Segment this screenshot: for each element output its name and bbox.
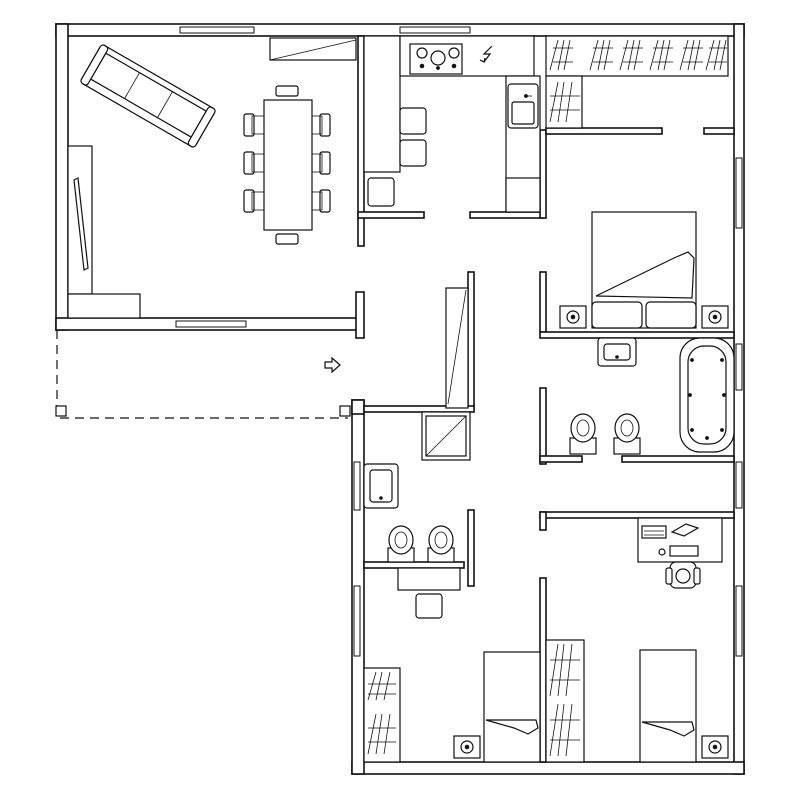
window-bedroom-east	[735, 585, 743, 657]
terrace-post	[55, 405, 67, 417]
lamp	[670, 523, 700, 537]
tv	[73, 177, 89, 271]
wall-master-north-b	[703, 127, 735, 135]
window-bath2-west	[353, 461, 361, 511]
living-dining	[67, 37, 357, 319]
wall-bath2-top	[363, 405, 475, 413]
window-master-east	[735, 157, 743, 229]
bidet	[387, 525, 415, 563]
corridor-wardrobe	[445, 287, 469, 409]
window-living-south	[175, 320, 247, 328]
shower	[421, 411, 471, 461]
toilet	[613, 413, 641, 455]
washbasin	[597, 337, 637, 367]
kitchen-island	[363, 35, 401, 173]
pillow	[591, 301, 643, 329]
wall-corridor-left	[355, 291, 365, 339]
wall-kitchen-bottom-b	[469, 211, 545, 219]
entrance-arrow-icon	[324, 356, 341, 374]
printer	[641, 525, 667, 539]
wall-bath-bottom-a	[539, 455, 583, 463]
wall-corridor-right	[467, 271, 475, 411]
bed-sheet-fold	[595, 251, 695, 299]
wall-master-west	[539, 129, 547, 219]
dining-table	[263, 99, 313, 231]
main-bathroom	[569, 337, 735, 455]
wall-south	[351, 761, 745, 775]
keyboard	[669, 545, 699, 557]
wall-corridor-left-b	[351, 399, 365, 415]
mouse	[658, 548, 666, 556]
wall-master-north-a	[545, 127, 663, 135]
kitchen	[363, 35, 541, 213]
wall-study-top	[539, 511, 735, 519]
sideboard	[67, 293, 141, 319]
window-kitchen-north	[399, 26, 471, 34]
terrace-post	[339, 405, 351, 417]
wall-master-west-b	[539, 271, 547, 333]
kitchen-sink	[507, 83, 539, 129]
bed-sheet-fold	[485, 719, 539, 735]
lightning-icon	[479, 45, 493, 63]
windows	[175, 26, 743, 657]
wall-west	[55, 23, 69, 331]
bidet	[569, 413, 597, 455]
bedroom-2	[363, 567, 541, 763]
washbasin	[363, 463, 399, 509]
toilet	[427, 525, 455, 563]
pillow	[645, 301, 697, 329]
window-bedroom-west	[353, 585, 361, 657]
secondary-bathroom	[363, 411, 471, 563]
storage-niche	[269, 37, 357, 61]
tv-cabinet	[67, 145, 93, 295]
terrace	[55, 330, 351, 419]
hob	[409, 43, 463, 75]
office-chair	[665, 561, 701, 589]
wall-bath-top	[539, 331, 735, 339]
wall-kitchen-bottom-a	[357, 211, 425, 219]
stool	[399, 139, 427, 167]
wall-bath-west	[539, 387, 547, 465]
single-bed	[483, 651, 541, 763]
stool	[399, 107, 427, 135]
wall-study-west	[539, 511, 547, 531]
study	[637, 517, 723, 589]
single-bed	[639, 649, 697, 763]
bed-sheet-fold	[641, 721, 695, 737]
sofa	[80, 44, 216, 148]
stool	[415, 593, 443, 619]
wall-corridor-right-b	[467, 509, 475, 587]
wardrobe-top	[545, 35, 729, 129]
vanity	[397, 567, 461, 591]
wall-bath2-bottom	[363, 561, 465, 569]
wall-bedrooms-divider	[539, 577, 547, 763]
dining-chairs	[243, 85, 331, 245]
window-bath-east	[735, 343, 743, 391]
window-study-east	[735, 461, 743, 509]
bedroom-3	[545, 639, 729, 763]
fridge	[505, 177, 541, 213]
chair	[367, 177, 395, 207]
window-living-north	[179, 26, 255, 34]
wall-east	[733, 23, 745, 775]
master-bedroom	[559, 211, 729, 329]
bathtub	[679, 337, 735, 453]
wall-bath-bottom-b	[621, 455, 735, 463]
